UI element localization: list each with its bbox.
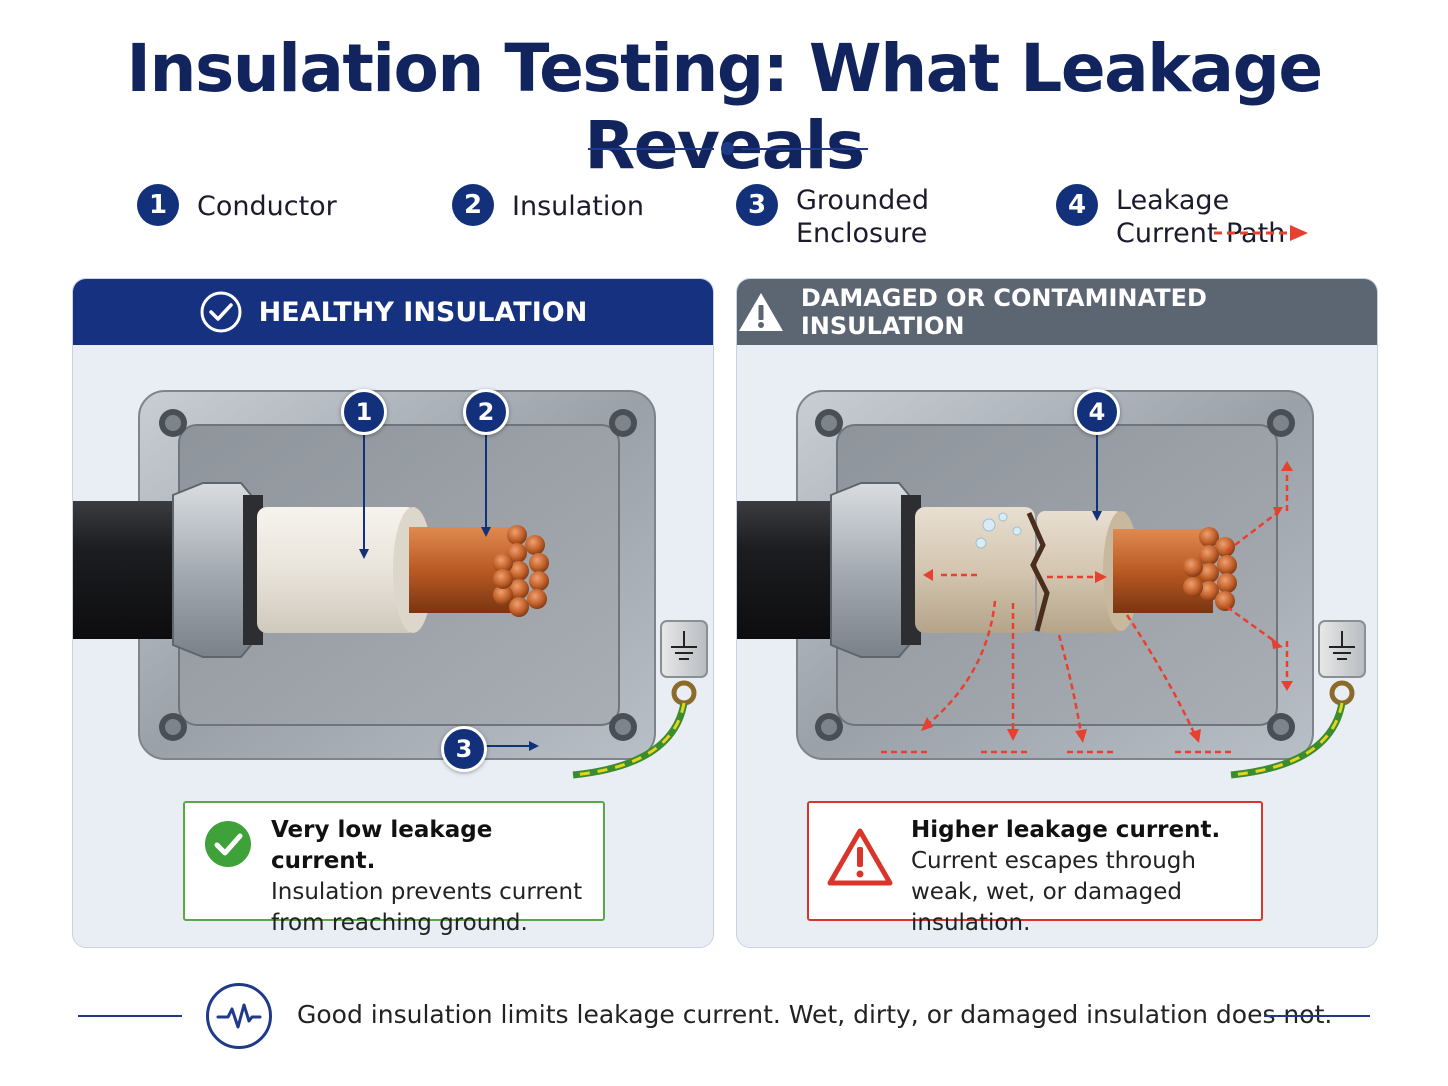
damaged-insulation-panel: DAMAGED OR CONTAMINATED INSULATION	[736, 278, 1378, 948]
damaged-callout-body: Current escapes through weak, wet, or da…	[911, 848, 1196, 936]
footer-rule-left	[78, 1015, 182, 1017]
title-rule-left	[588, 148, 714, 150]
legend-label: Conductor	[197, 191, 337, 222]
damaged-panel-title: DAMAGED OR CONTAMINATED INSULATION	[800, 284, 1207, 340]
title-dot	[721, 142, 734, 155]
warning-icon	[739, 293, 783, 331]
insulation-sleeve-left	[915, 507, 1035, 633]
conductor-end	[493, 525, 549, 617]
marker-grounded-enclosure: 3	[441, 726, 487, 772]
healthy-panel-title: HEALTHY INSULATION	[258, 296, 588, 328]
page-title: Insulation Testing: What Leakage Reveals	[126, 30, 1323, 184]
legend-number: 3	[736, 184, 778, 226]
healthy-enclosure-illustration	[73, 390, 708, 779]
footer-message: Good insulation limits leakage current. …	[297, 1000, 1333, 1029]
insulation-sleeve-right	[1037, 511, 1123, 633]
title-rule-right	[742, 148, 868, 150]
cable-gland	[172, 482, 252, 658]
damaged-callout-title: Higher leakage current.	[911, 817, 1221, 843]
damaged-enclosure-illustration	[737, 390, 1366, 779]
leakage-current-paths	[881, 475, 1289, 754]
legend-number: 4	[1056, 184, 1098, 226]
healthy-panel-header: HEALTHY INSULATION	[73, 279, 713, 345]
insulation-crack	[1026, 511, 1050, 632]
legend-item-insulation: 2 Insulation	[452, 184, 644, 226]
healthy-insulation-panel: HEALTHY INSULATION	[72, 278, 714, 948]
legend-number: 1	[137, 184, 179, 226]
legend-label: Insulation	[512, 191, 645, 222]
ground-symbol-icon	[660, 620, 708, 678]
legend-number: 2	[452, 184, 494, 226]
leakage-arrow-icon	[1214, 225, 1308, 241]
marker-conductor: 1	[341, 389, 387, 435]
healthy-callout-body: Insulation prevents current from reachin…	[271, 879, 583, 936]
danger-triangle-icon	[827, 828, 893, 886]
conductor-end	[1183, 527, 1237, 611]
marker-insulation: 2	[463, 389, 509, 435]
waveform-icon	[206, 983, 272, 1049]
insulation-sleeve	[257, 507, 417, 633]
legend-item-grounded-enclosure: 3 Grounded Enclosure	[736, 184, 946, 250]
legend-item-conductor: 1 Conductor	[137, 184, 337, 226]
footer-rule-right	[1264, 1015, 1370, 1017]
healthy-callout: Very low leakage current. Insulation pre…	[183, 801, 605, 936]
check-circle-icon	[200, 291, 242, 333]
marker-leakage-path: 4	[1074, 389, 1120, 435]
screw-icon	[159, 409, 637, 741]
cable-gland	[830, 482, 910, 658]
legend-item-leakage-path: 4 Leakage Current Path	[1056, 184, 1326, 250]
damaged-callout: Higher leakage current. Current escapes …	[807, 801, 1263, 936]
screw-icon	[815, 409, 1295, 741]
legend-label: Grounded Enclosure	[796, 185, 930, 249]
ground-symbol-icon	[1318, 620, 1366, 678]
success-check-icon	[205, 821, 251, 867]
damaged-panel-header: DAMAGED OR CONTAMINATED INSULATION	[737, 279, 1377, 345]
healthy-callout-title: Very low leakage current.	[271, 817, 493, 874]
